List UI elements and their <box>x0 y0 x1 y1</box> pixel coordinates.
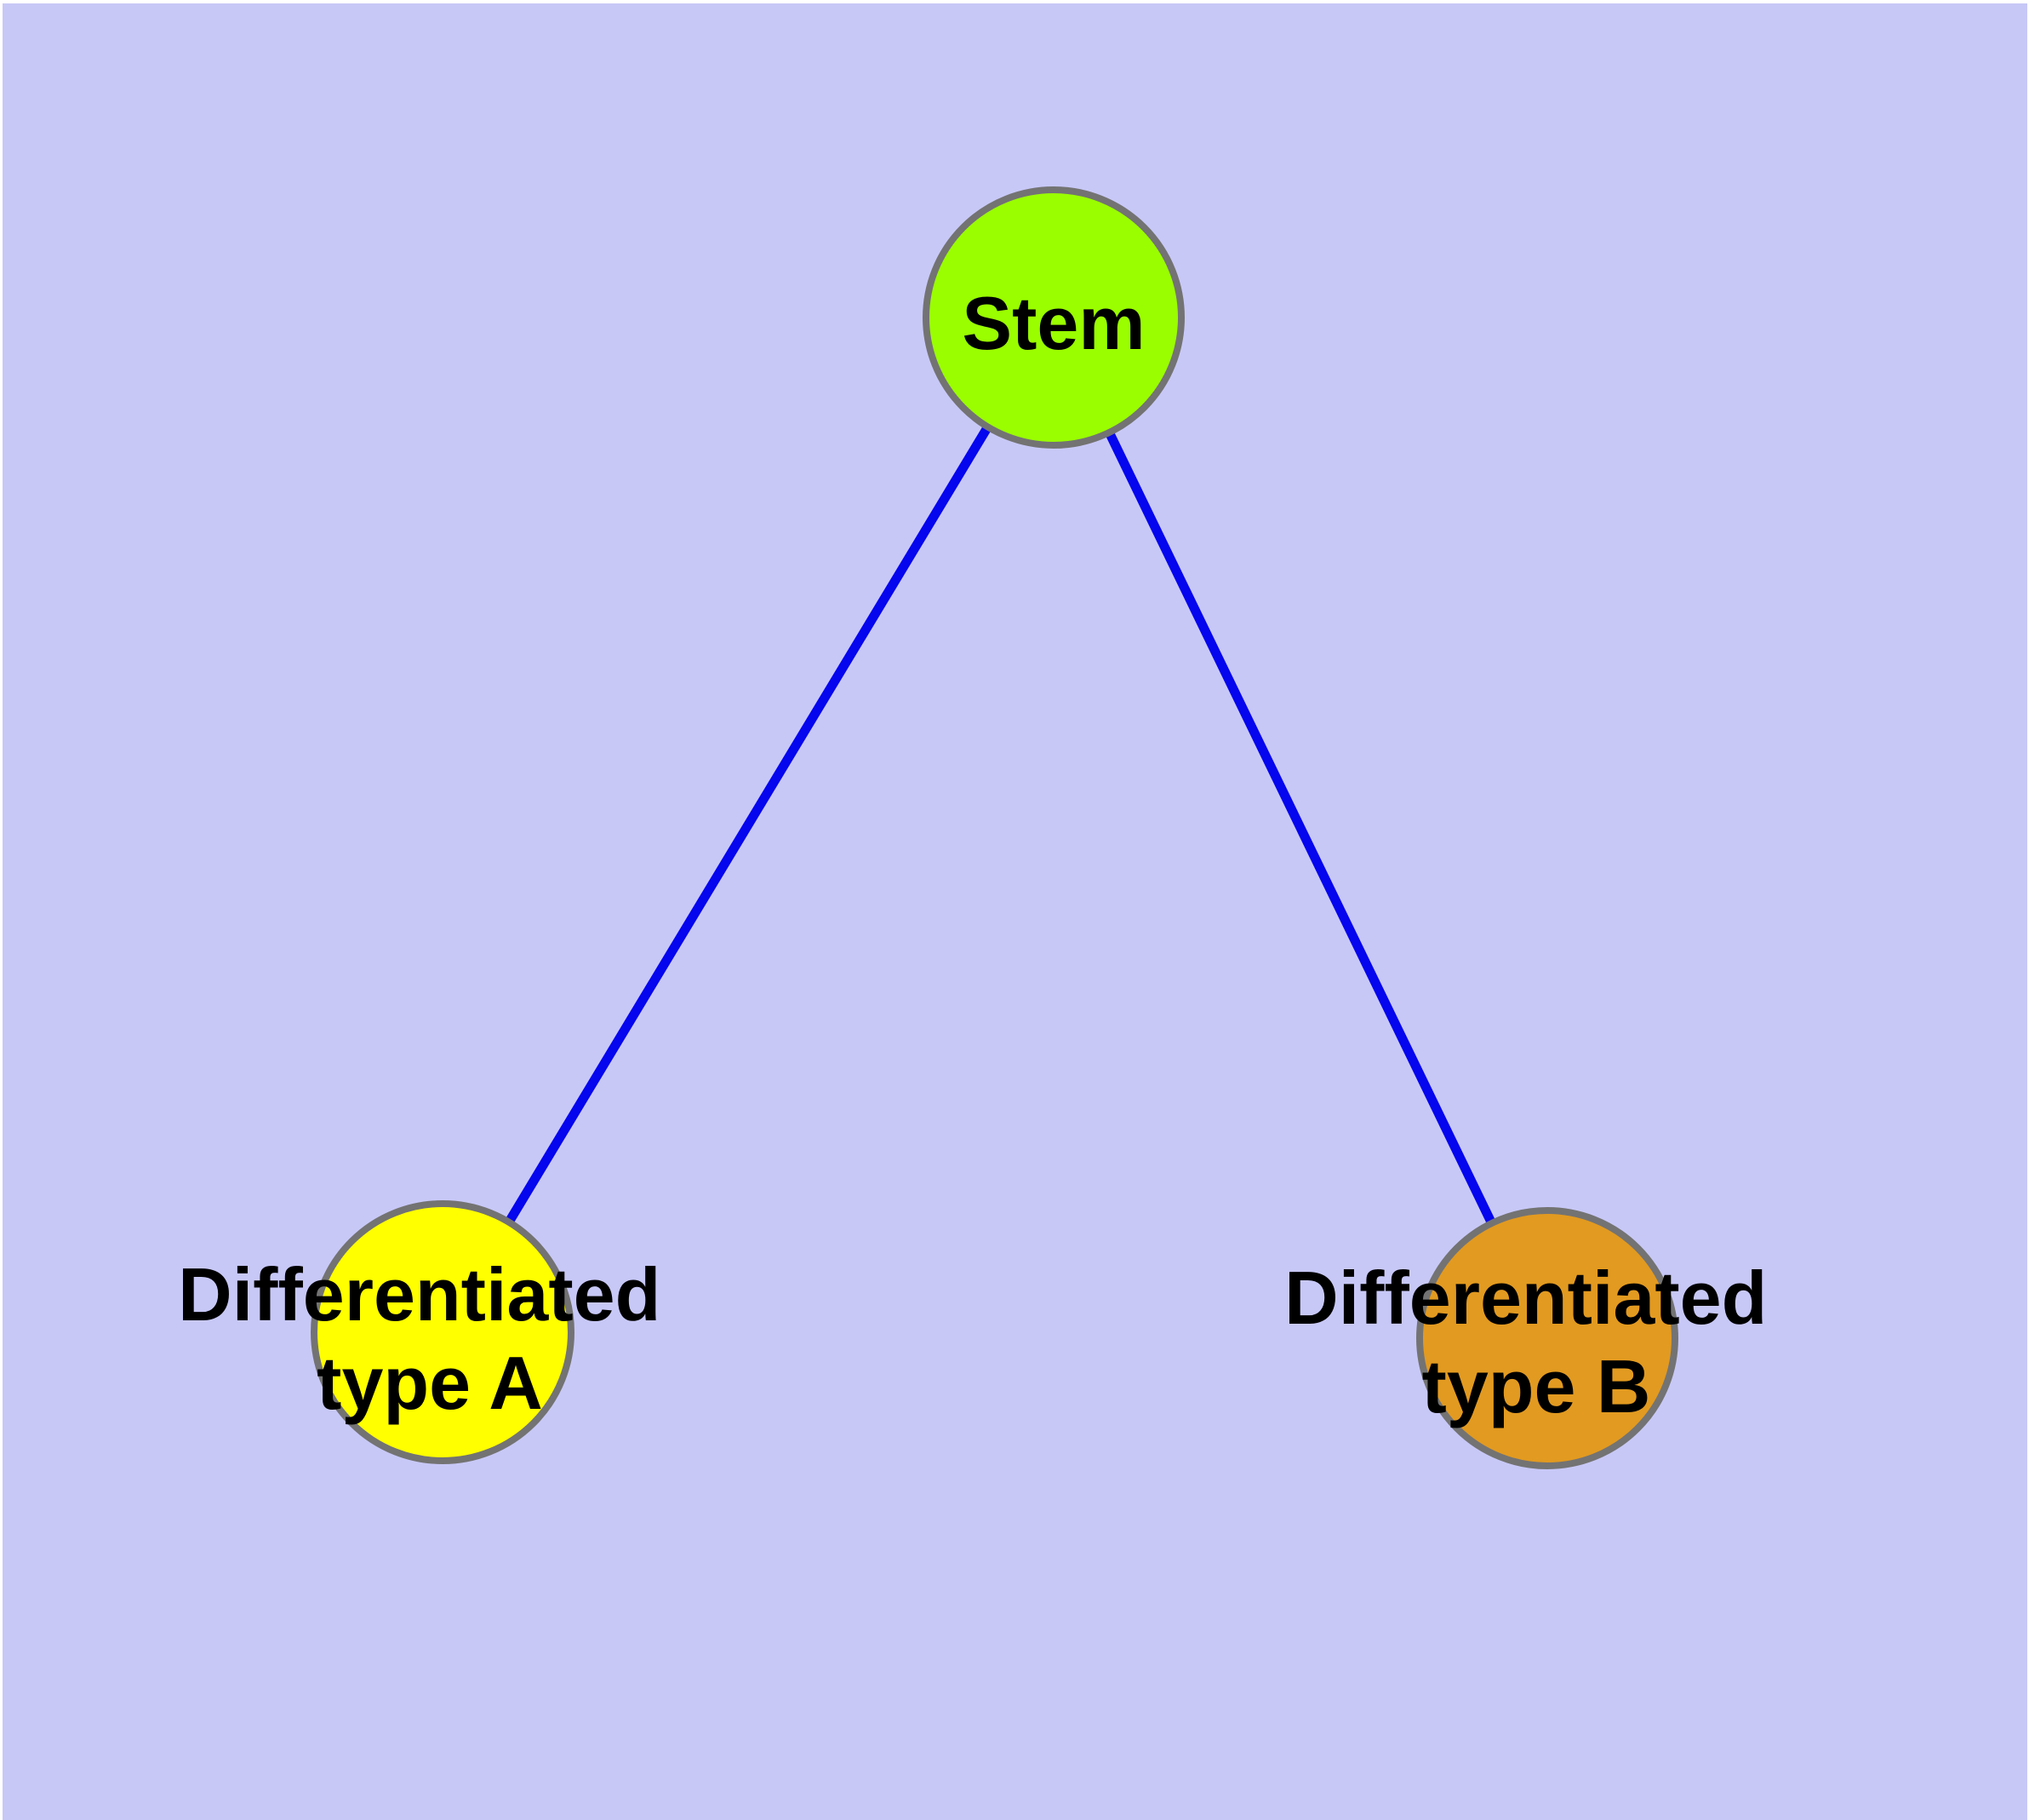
node-differentiated-type-b <box>1416 1207 1678 1469</box>
node-differentiated-type-a <box>311 1200 574 1464</box>
nodes <box>311 186 1678 1469</box>
node-label-stem: Stem <box>962 281 1145 365</box>
node-labels: Stem Differentiated type A Differentiate… <box>178 281 1788 1428</box>
node-label-type-b-line1: Differentiated <box>1284 1256 1767 1340</box>
node-label-type-a-line2: type A <box>317 1341 543 1425</box>
node-label-type-a-line1: Differentiated <box>178 1252 660 1336</box>
edge-stem-to-type-a <box>438 315 1058 1335</box>
node-label-differentiated-type-b: Differentiated type B <box>1284 1256 1788 1428</box>
node-label-type-b-line2: type B <box>1422 1344 1651 1428</box>
node-label-stem-line1: Stem <box>962 281 1145 365</box>
edges <box>438 315 1552 1341</box>
node-stem <box>923 186 1185 449</box>
node-label-differentiated-type-a: Differentiated type A <box>178 1252 682 1425</box>
edge-stem-to-type-b <box>1049 315 1552 1341</box>
